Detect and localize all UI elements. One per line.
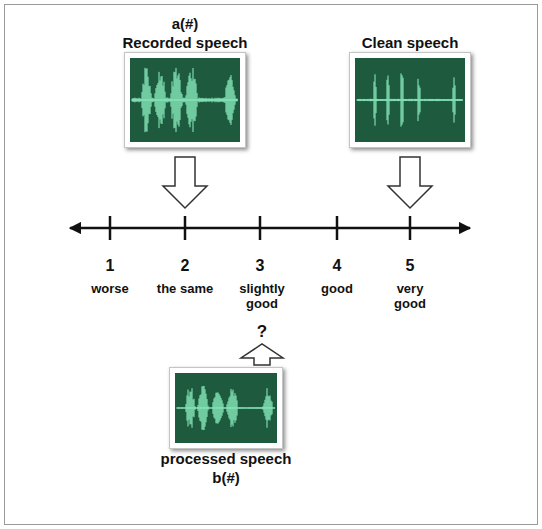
scale-number: 3 bbox=[245, 257, 275, 275]
waveform-panel: processed speechb(#) bbox=[157, 367, 296, 487]
waveform-frame bbox=[169, 367, 283, 449]
question-mark: ? bbox=[247, 322, 277, 341]
waveform-image bbox=[175, 373, 277, 443]
panel-heading: a(#) bbox=[118, 14, 251, 33]
scale-label: good bbox=[307, 281, 367, 296]
hollow-arrow bbox=[163, 157, 207, 208]
outer-frame bbox=[5, 5, 538, 525]
waveform-panel: a(#)Recorded speech bbox=[118, 14, 251, 148]
hollow-arrow bbox=[241, 344, 283, 365]
waveform-panel: Clean speech bbox=[345, 33, 475, 148]
scale-number: 4 bbox=[322, 257, 352, 275]
panel-heading: Clean speech bbox=[345, 33, 475, 52]
panel-heading: b(#) bbox=[157, 468, 296, 487]
scale-label: the same bbox=[149, 281, 221, 296]
scale-label: worse bbox=[75, 281, 145, 296]
panel-heading: processed speech bbox=[157, 449, 296, 468]
scale-label: slightly good bbox=[233, 281, 291, 311]
waveform-frame bbox=[349, 52, 471, 148]
panel-heading: Recorded speech bbox=[118, 33, 251, 52]
hollow-arrow bbox=[388, 157, 432, 208]
scale-label: very good bbox=[381, 281, 439, 311]
scale-number: 1 bbox=[95, 257, 125, 275]
waveform-frame bbox=[124, 52, 246, 148]
scale-ticks bbox=[110, 216, 410, 240]
scale-number: 2 bbox=[170, 257, 200, 275]
waveform-image bbox=[130, 58, 240, 142]
scale-number: 5 bbox=[395, 257, 425, 275]
waveform-image bbox=[355, 58, 465, 142]
